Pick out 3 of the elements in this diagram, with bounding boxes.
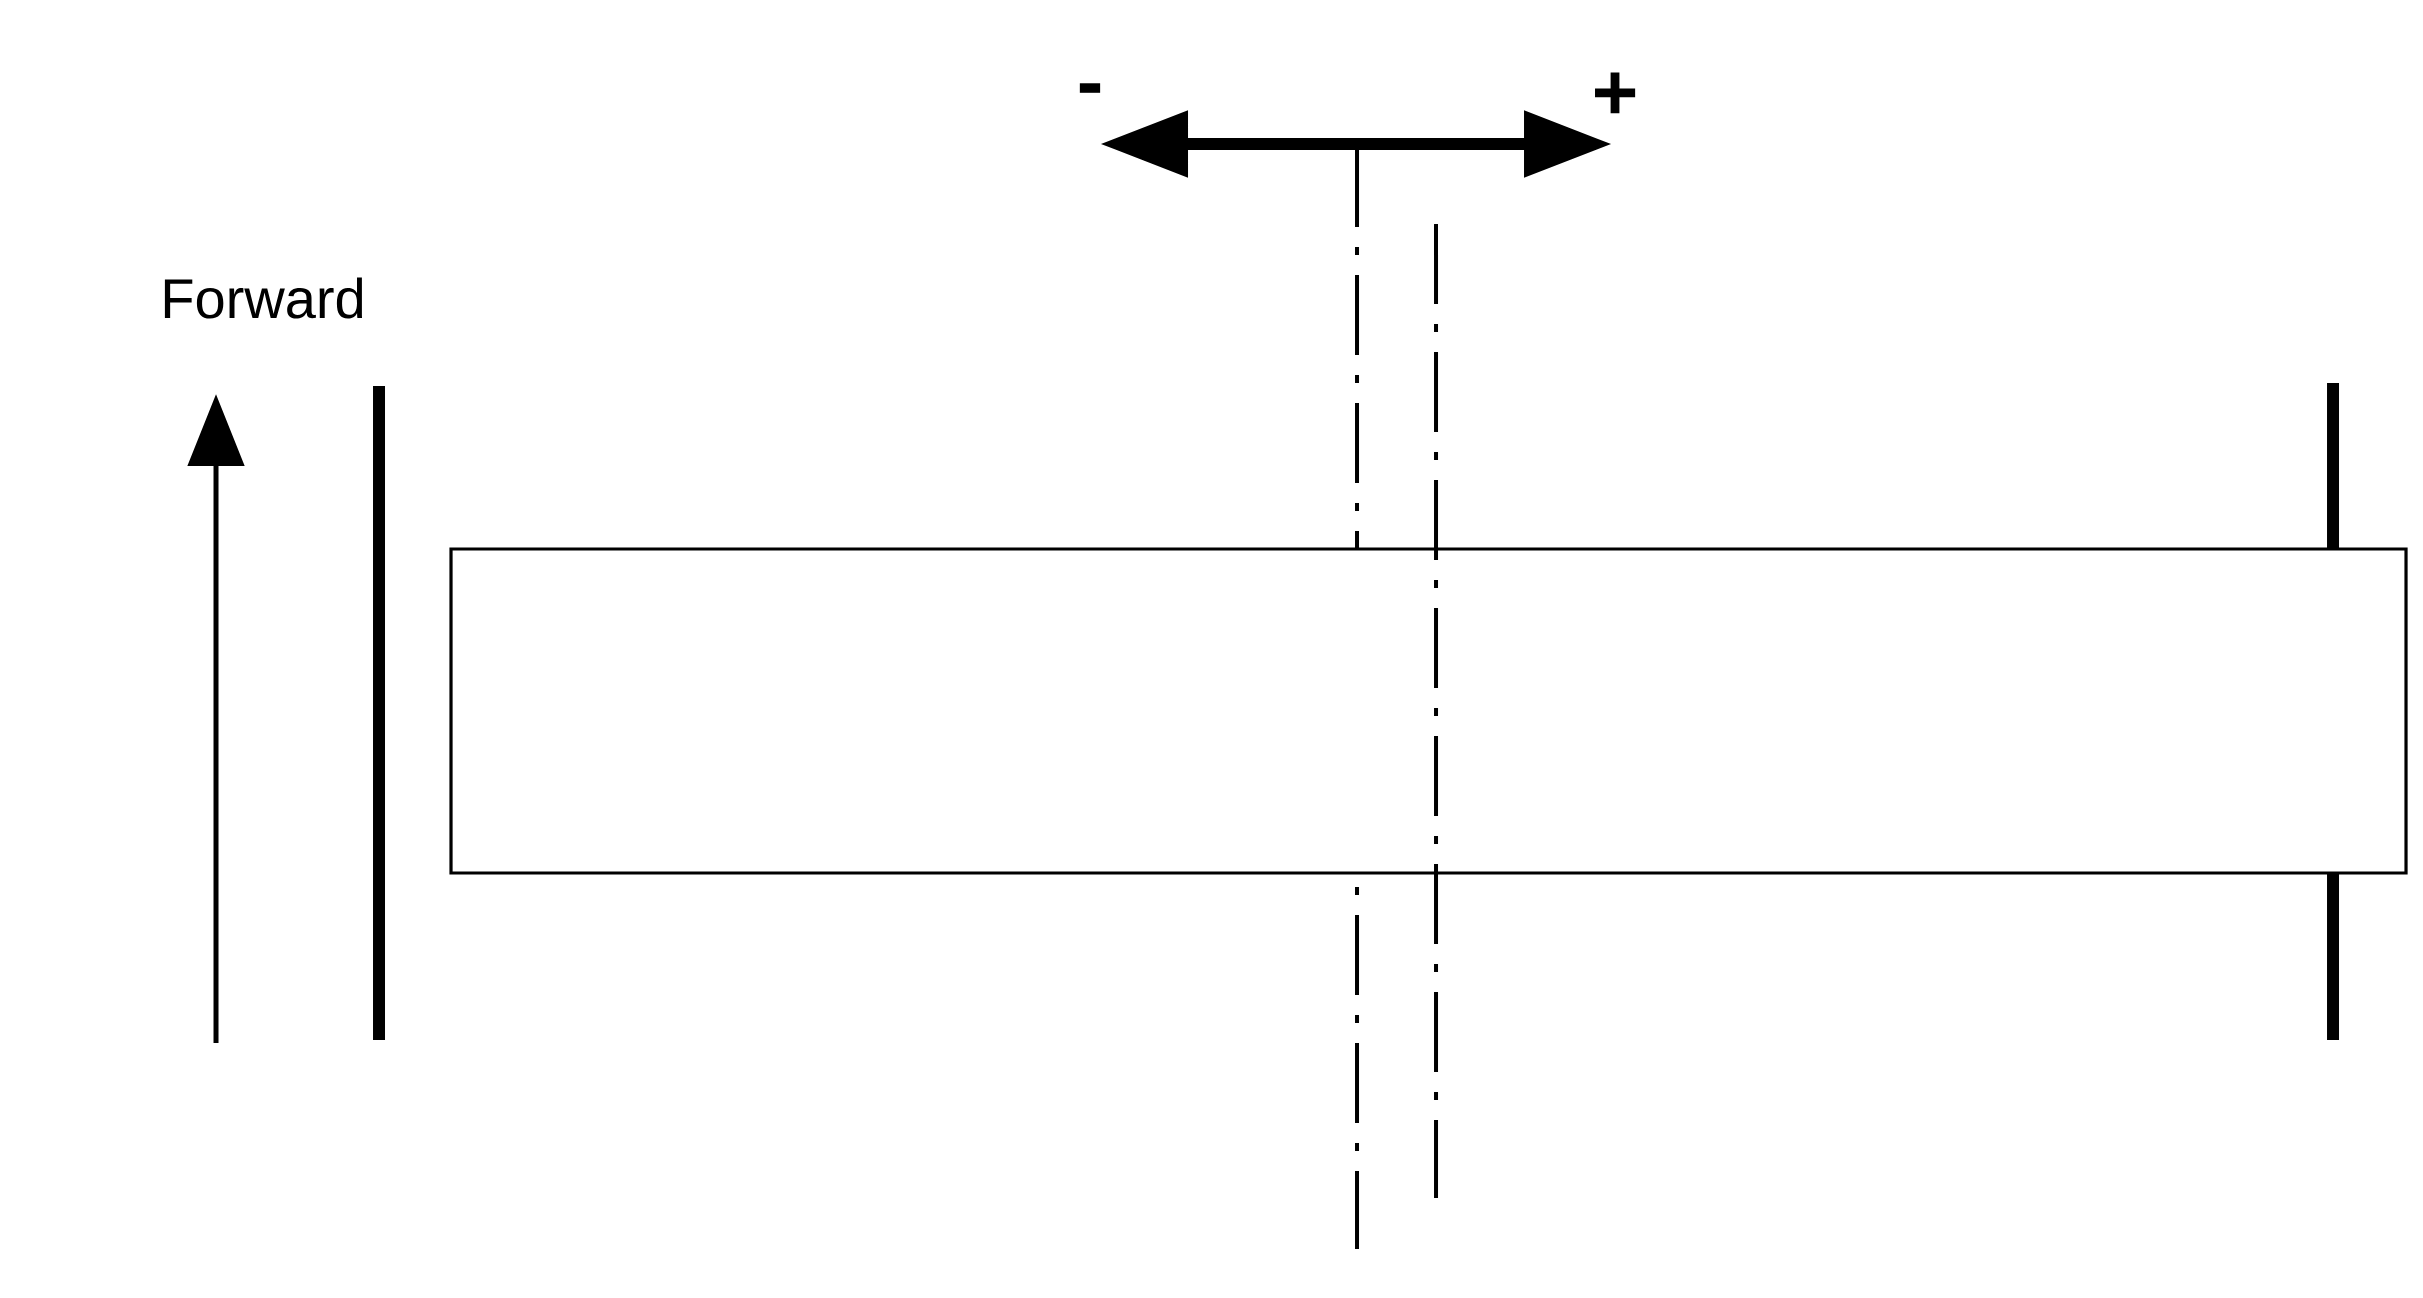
plus-sign: +: [1595, 72, 1636, 114]
direction-label: Forward: [164, 277, 363, 319]
minus-sign: -: [1079, 83, 1101, 93]
